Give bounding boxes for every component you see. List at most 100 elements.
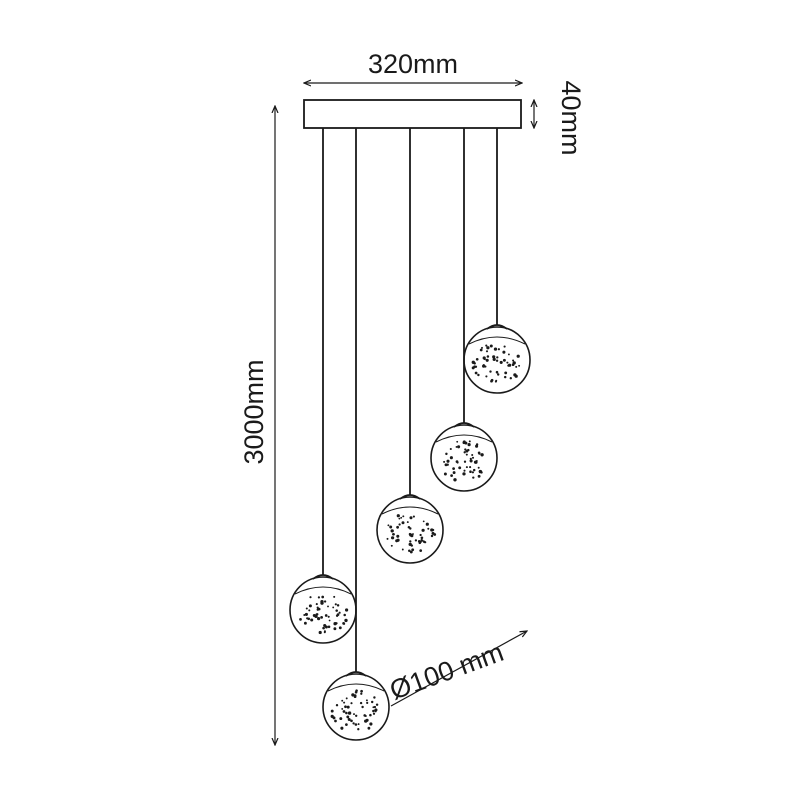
- bubble-dot: [324, 614, 328, 617]
- bubble-dot: [468, 440, 471, 443]
- bubble-dot: [465, 453, 468, 456]
- bubble-dot: [318, 630, 322, 635]
- bubble-dot: [400, 516, 403, 519]
- bubble-dot: [365, 699, 368, 702]
- bubble-dot: [386, 537, 389, 540]
- bubble-dot: [464, 448, 467, 451]
- bubble-dot: [474, 371, 478, 375]
- bubble-dot: [338, 611, 341, 614]
- bubble-dot: [506, 361, 509, 364]
- canopy-height-dimension: 40mm: [534, 80, 586, 156]
- bubble-dot: [511, 363, 515, 367]
- bubble-dot: [480, 471, 483, 474]
- bubble-dot: [492, 355, 496, 359]
- bubble-dot: [462, 472, 466, 476]
- bubble-dot: [485, 358, 489, 362]
- bubble-dot: [373, 705, 377, 709]
- bubble-dot: [408, 549, 411, 552]
- bubble-dot: [471, 453, 474, 457]
- bubble-dot: [310, 618, 314, 622]
- bubble-dot: [342, 710, 346, 713]
- bubble-dot: [495, 359, 499, 362]
- bubble-dot: [323, 600, 327, 603]
- bubble-dot: [317, 617, 321, 621]
- bubble-dot: [481, 346, 483, 349]
- bubble-dot: [465, 466, 468, 469]
- bubble-dot: [360, 689, 363, 693]
- globe-rim: [468, 336, 526, 345]
- pendant-2: [322, 128, 390, 741]
- bubble-dot: [507, 353, 510, 356]
- bubble-dot: [499, 360, 503, 364]
- bubble-dot: [396, 514, 400, 518]
- bubble-dot: [504, 371, 508, 375]
- bubble-dot: [516, 354, 520, 358]
- bubble-dot: [351, 693, 355, 697]
- pendant-3: [376, 128, 444, 564]
- bubble-dot: [355, 714, 358, 717]
- bubble-dot: [401, 521, 405, 525]
- bubble-dot: [367, 726, 371, 730]
- bubble-dot: [369, 713, 372, 717]
- bubble-dot: [419, 549, 423, 552]
- bubble-dot: [336, 604, 340, 607]
- bubble-dot: [471, 456, 475, 459]
- bubble-dot: [433, 533, 437, 536]
- bubble-dot: [477, 451, 481, 455]
- bubble-dot: [372, 712, 376, 715]
- bubble-dot: [343, 701, 346, 704]
- bubble-dot: [464, 441, 468, 445]
- bubble-dot: [515, 365, 518, 368]
- bubble-dot: [299, 618, 302, 621]
- bubble-dot: [398, 523, 401, 526]
- ceiling-canopy: [303, 99, 522, 129]
- bubble-dot: [492, 357, 496, 362]
- bubble-dot: [423, 541, 426, 544]
- bubble-dot: [344, 618, 348, 623]
- bubble-dot: [320, 600, 324, 604]
- bubble-dot: [390, 529, 394, 533]
- bubble-dot: [392, 532, 395, 536]
- bubble-dot: [364, 719, 368, 723]
- bubble-dot: [509, 377, 512, 380]
- bubble-dot: [359, 701, 363, 705]
- canopy-height-label: 40mm: [556, 80, 586, 155]
- bubble-dot: [350, 702, 353, 705]
- bubble-dot: [343, 622, 346, 625]
- globe-diameter-label: Ø100 mm: [386, 637, 508, 706]
- bubble-dot: [485, 350, 489, 353]
- glass-globe: [322, 673, 390, 741]
- bubble-dot: [353, 713, 355, 716]
- bubble-dot: [456, 461, 459, 464]
- bubble-dot: [485, 375, 488, 378]
- bubble-dot: [502, 350, 506, 354]
- bubble-dot: [360, 692, 363, 695]
- bubble-dot: [317, 596, 321, 599]
- bubble-dot: [344, 705, 347, 709]
- bubble-dot: [401, 548, 404, 551]
- bubble-dot: [354, 723, 358, 726]
- bubble-dot: [477, 474, 481, 478]
- canopy-width-label: 320mm: [368, 49, 458, 79]
- bubble-dot: [372, 709, 375, 713]
- glass-globe: [376, 496, 444, 564]
- bubble-dot: [339, 717, 343, 721]
- bubble-dot: [449, 447, 452, 451]
- bubble-dot: [443, 472, 447, 476]
- bubble-dot: [396, 534, 400, 538]
- bubble-dot: [332, 606, 335, 609]
- bubble-dot: [322, 626, 325, 630]
- bubble-dot: [316, 608, 320, 611]
- bubble-dot: [475, 357, 479, 361]
- bubble-dot: [452, 471, 456, 475]
- bubble-dot: [402, 515, 405, 518]
- bubble-dot: [484, 365, 487, 368]
- bubble-dot: [347, 718, 351, 721]
- bubble-dot: [458, 466, 462, 470]
- bubble-dot: [364, 714, 367, 718]
- bubble-dot: [333, 595, 336, 598]
- bubble-dot: [357, 728, 360, 731]
- bubble-dot: [345, 608, 349, 612]
- bubble-dot: [315, 603, 318, 606]
